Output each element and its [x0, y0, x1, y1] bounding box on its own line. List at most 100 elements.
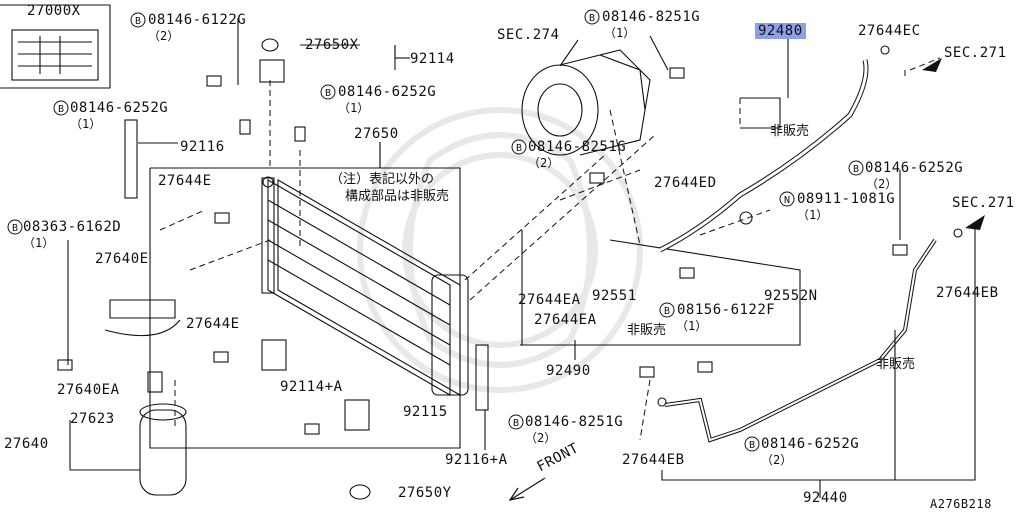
part-08146-8251g-c[interactable]: 08146-8251G: [525, 414, 624, 430]
figure-code: A276B218: [930, 497, 992, 511]
part-08146-6252g-a[interactable]: 08146-6252G: [70, 100, 169, 116]
part-27650x[interactable]: 27650X: [305, 37, 359, 53]
qty-label: （1）: [676, 319, 708, 333]
part-08146-6122g[interactable]: 08146-6122G: [148, 12, 247, 28]
part-08363-6162d[interactable]: 08363-6162D: [23, 219, 122, 235]
bolt-icon: [213, 351, 229, 363]
bracket-icon: [261, 339, 287, 371]
part-08146-8251g-a[interactable]: 08146-8251G: [602, 9, 701, 25]
section-271-link-b[interactable]: SEC.271: [952, 195, 1015, 211]
bracket-icon: [344, 399, 370, 431]
bolt-marker-icon: [744, 436, 760, 452]
part-08146-6252g-b[interactable]: 08146-6252G: [338, 84, 437, 100]
part-27000x[interactable]: 27000X: [27, 3, 81, 19]
bolt-marker-letter: B: [589, 13, 595, 24]
part-92115[interactable]: 92115: [403, 404, 448, 420]
qty-label: （2）: [525, 431, 557, 445]
o-ring-icon: [657, 397, 667, 407]
part-92480[interactable]: 92480: [755, 23, 806, 39]
part-08911-1081g[interactable]: 08911-1081G: [797, 191, 896, 207]
part-92114a[interactable]: 92114+A: [280, 379, 343, 395]
bolt-icon: [892, 244, 908, 256]
bolt-marker-letter: B: [513, 418, 519, 429]
part-27650y[interactable]: 27650Y: [398, 485, 452, 501]
bolt-icon: [697, 361, 713, 373]
watermark-emblem: [357, 107, 643, 393]
part-27644ed[interactable]: 27644ED: [654, 175, 717, 191]
part-27644ea-a[interactable]: 27644EA: [518, 292, 581, 308]
front-arrow-icon: [508, 477, 546, 501]
part-27623[interactable]: 27623: [70, 411, 115, 427]
receiver-drier-icon: [104, 299, 187, 496]
bolt-markers: [7, 9, 864, 452]
grommet-icon: [349, 484, 371, 500]
qty-label: （2）: [866, 177, 898, 191]
bolt-icon: [304, 423, 320, 435]
qty-label: （2）: [528, 156, 560, 170]
qty-label: （1）: [797, 208, 829, 222]
label-box-frame: [0, 4, 111, 89]
qty-label: （1）: [338, 101, 370, 115]
part-08156-6122f[interactable]: 08156-6122F: [677, 302, 776, 318]
part-27644ea-b[interactable]: 27644EA: [534, 312, 597, 328]
bolt-marker-icon: [848, 160, 864, 176]
part-92116a[interactable]: 92116+A: [445, 452, 508, 468]
bolt-icon: [239, 119, 251, 135]
part-27644ec[interactable]: 27644EC: [858, 23, 921, 39]
bolt-icon: [294, 126, 306, 142]
part-92480-highlight: 92480: [755, 23, 806, 39]
part-27650[interactable]: 27650: [354, 126, 399, 142]
part-08146-6252g-d[interactable]: 08146-6252G: [761, 436, 860, 452]
condenser-assembly-frame: [149, 167, 461, 449]
bolt-marker-icon: [53, 100, 69, 116]
part-27640ea[interactable]: 27640EA: [57, 382, 120, 398]
nut-icon: [739, 211, 753, 225]
bolt-icon: [679, 267, 695, 279]
not-for-sale-label: 非販売: [627, 323, 667, 338]
bolt-marker-letter: B: [664, 306, 670, 317]
bolt-marker-icon: [130, 12, 146, 28]
part-92116[interactable]: 92116: [180, 139, 225, 155]
part-92552n[interactable]: 92552N: [764, 288, 818, 304]
part-08146-6252g-c[interactable]: 08146-6252G: [865, 160, 964, 176]
bolt-icon: [57, 359, 73, 371]
part-27644e-a[interactable]: 27644E: [158, 173, 212, 189]
o-ring-icon: [953, 228, 963, 238]
arrow-sec271-a-icon: [922, 58, 942, 72]
not-for-sale-label: 非販売: [770, 124, 810, 139]
part-92490[interactable]: 92490: [546, 363, 591, 379]
note-text-line1: （注）表記以外の: [330, 172, 435, 187]
part-08146-8251g-b[interactable]: 08146-8251G: [528, 139, 627, 155]
qty-label: （1）: [23, 236, 55, 250]
bolt-icon: [206, 75, 222, 87]
part-27644eb-b[interactable]: 27644EB: [622, 452, 685, 468]
arrow-sec271-b-icon: [965, 215, 985, 230]
bolt-marker-icon: [584, 9, 600, 25]
bolt-icon: [214, 212, 230, 224]
part-92551[interactable]: 92551: [592, 288, 637, 304]
qty-label: （2）: [761, 453, 793, 467]
bolt-icon: [589, 172, 605, 184]
not-for-sale-label: 非販売: [876, 357, 916, 372]
qty-label: （1）: [604, 26, 636, 40]
part-27644eb-a[interactable]: 27644EB: [936, 285, 999, 301]
bolt-marker-letter: B: [749, 440, 755, 451]
section-271-link-a[interactable]: SEC.271: [944, 45, 1007, 61]
section-274-link[interactable]: SEC.274: [497, 27, 560, 43]
bolt-marker-letter: B: [853, 164, 859, 175]
part-27640[interactable]: 27640: [4, 436, 49, 452]
o-ring-icon: [880, 45, 890, 55]
nut-marker-icon: [779, 191, 795, 207]
grommet-icon: [261, 38, 279, 52]
note-text-line2: 構成部品は非販売: [345, 189, 450, 204]
part-27644e-b[interactable]: 27644E: [186, 316, 240, 332]
foam-strip-92116a-icon: [475, 344, 489, 411]
bolt-marker-letter: B: [325, 88, 331, 99]
part-27640e[interactable]: 27640E: [95, 251, 149, 267]
part-92440[interactable]: 92440: [803, 490, 848, 506]
qty-label: （1）: [70, 117, 102, 131]
compressor-icon: [521, 49, 651, 156]
part-92114[interactable]: 92114: [410, 51, 455, 67]
